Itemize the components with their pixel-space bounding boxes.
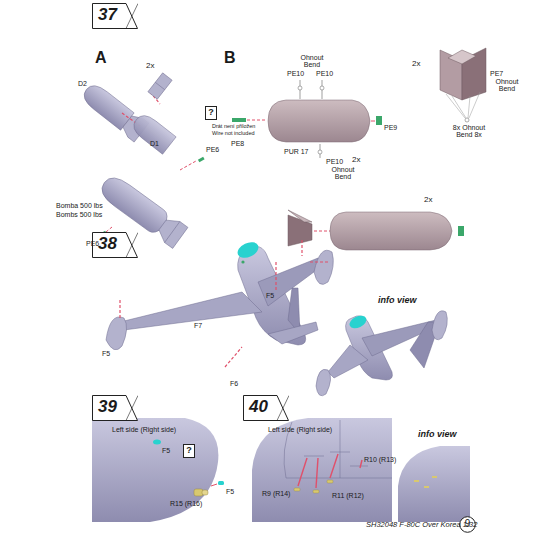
part-label: R9 (R14) bbox=[262, 490, 290, 497]
part-label: Drát není přiložen bbox=[212, 124, 255, 130]
query-box: ? bbox=[183, 444, 195, 458]
part-label: Left side (Right side) bbox=[268, 426, 332, 433]
part-label: PE10 bbox=[287, 70, 304, 77]
step-number-box: 37 bbox=[92, 3, 138, 29]
part-label: F7 bbox=[194, 322, 202, 329]
step-number-box: 40 bbox=[243, 395, 289, 421]
node-text: ? bbox=[205, 106, 217, 118]
part-label: R10 (R13) bbox=[364, 456, 396, 463]
part-label: Ohnout Bend bbox=[326, 166, 360, 181]
part-label: F5 bbox=[226, 488, 234, 495]
step-number-box: 39 bbox=[92, 395, 138, 421]
step-letter: B bbox=[224, 50, 236, 67]
part-label: D2 bbox=[78, 80, 87, 87]
part-label: PE10 bbox=[326, 158, 343, 165]
node-text: 39 bbox=[92, 395, 138, 419]
part-label: PE7 bbox=[490, 70, 503, 77]
part-label: F5 bbox=[162, 447, 170, 454]
part-label: 2x bbox=[352, 156, 360, 164]
part-label: Ohnout Bend bbox=[295, 54, 329, 69]
part-label: F5 bbox=[266, 292, 274, 299]
node-text: 37 bbox=[92, 3, 138, 27]
node-text: ? bbox=[183, 444, 195, 456]
part-label: 2x bbox=[146, 62, 154, 70]
part-label: Bomba 500 lbs bbox=[56, 202, 103, 209]
part-label: SH32048 F-80C Over Korea 1/32 bbox=[366, 521, 477, 529]
part-label: Wire not included bbox=[212, 131, 255, 137]
node-text: 40 bbox=[243, 395, 289, 419]
step-letter: A bbox=[95, 50, 107, 67]
part-label: PE6 bbox=[206, 146, 219, 153]
part-label: Left side (Right side) bbox=[112, 426, 176, 433]
part-label: Ohnout Bend bbox=[490, 78, 524, 93]
part-label: R15 (R16) bbox=[170, 500, 202, 507]
part-label: info view bbox=[418, 430, 457, 439]
part-label: 2x bbox=[424, 196, 432, 204]
part-label: D1 bbox=[150, 140, 159, 147]
part-label: 2x bbox=[412, 60, 420, 68]
part-label: 8x Ohnout Bend 8x bbox=[450, 124, 488, 139]
part-label: F5 bbox=[102, 350, 110, 357]
part-label: PE8 bbox=[231, 140, 244, 147]
part-label: PE9 bbox=[384, 124, 397, 131]
part-label: F6 bbox=[230, 380, 238, 387]
part-label: PUR 17 bbox=[284, 148, 309, 155]
part-label: PE6 bbox=[86, 240, 99, 247]
query-box: ? bbox=[205, 106, 217, 120]
part-label: PE10 bbox=[316, 70, 333, 77]
part-label: Bombs 500 lbs bbox=[56, 211, 102, 218]
part-label: R11 (R12) bbox=[332, 492, 364, 499]
part-label: info view bbox=[378, 296, 417, 305]
